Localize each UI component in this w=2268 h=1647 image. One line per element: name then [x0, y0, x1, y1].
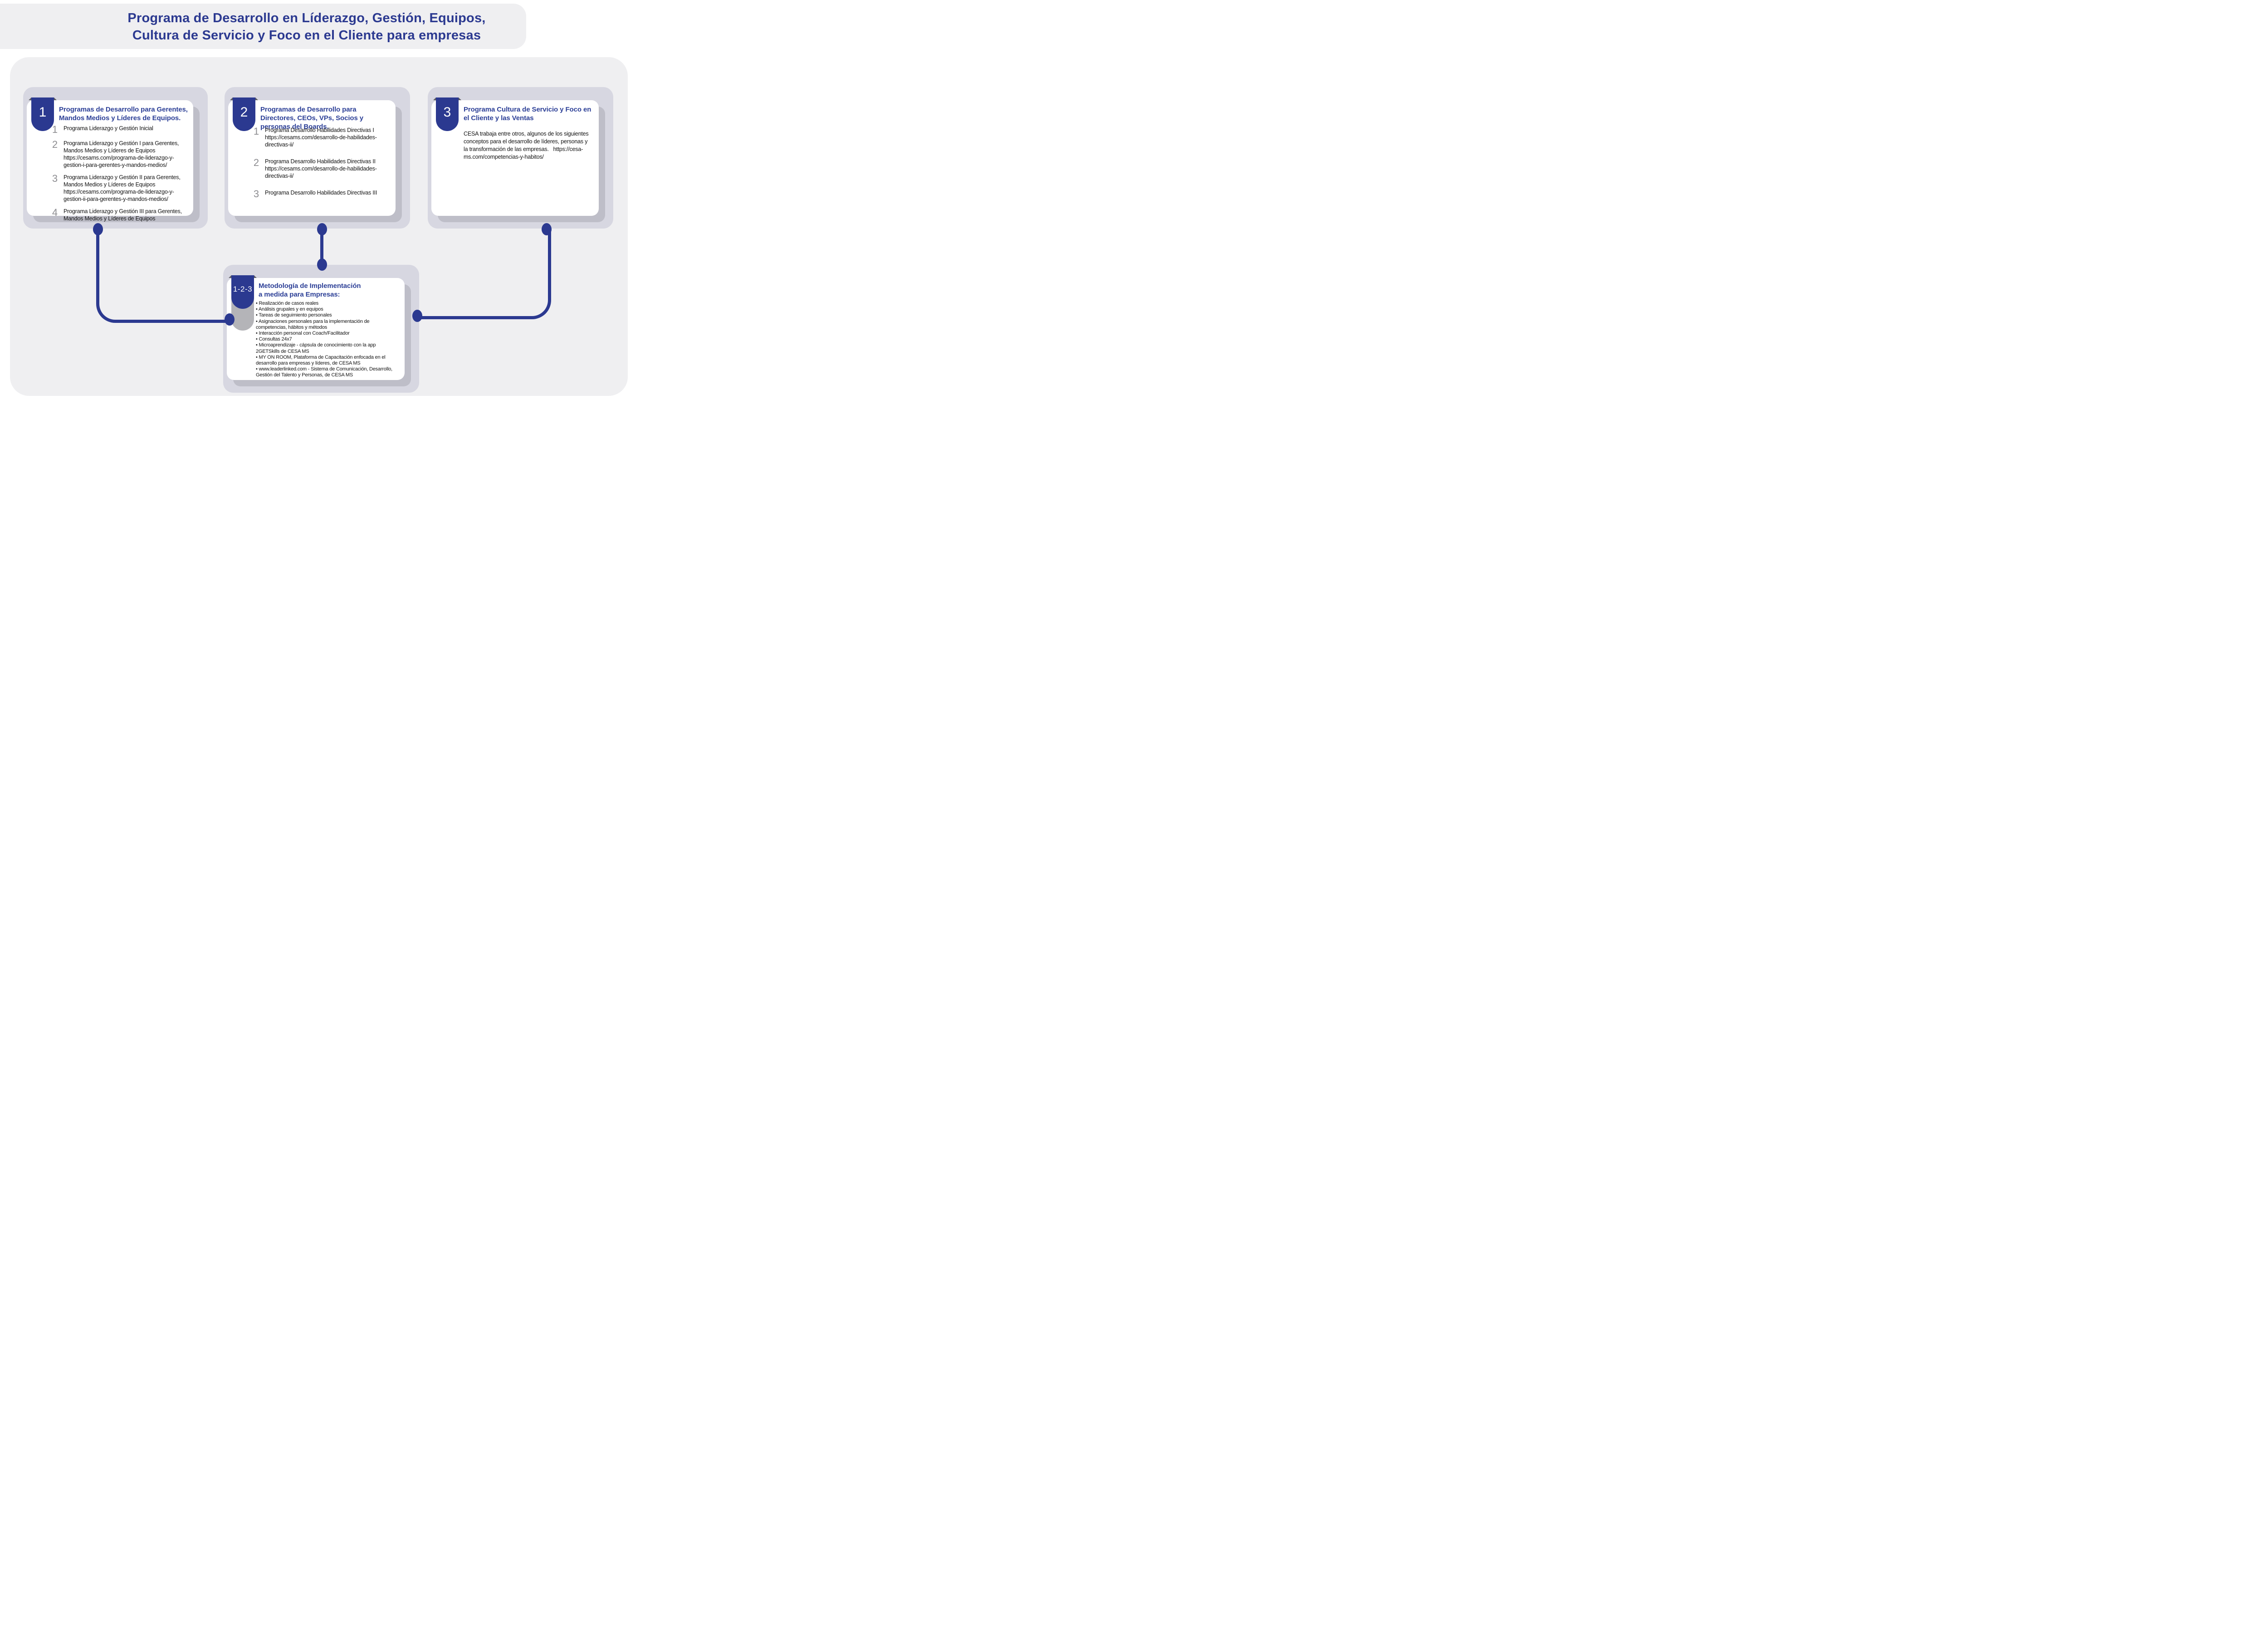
card-heading: Programas de Desarrollo para Directores,… — [260, 106, 363, 131]
card-body: 1 Programas de Desarrollo para Gerentes,… — [27, 97, 193, 222]
connector-dot — [542, 223, 552, 235]
program-name: Programa Liderazgo y Gestión Inicial — [64, 125, 153, 132]
connector-dot — [225, 313, 235, 326]
list-item: 2 Programa Desarrollo Habilidades Direct… — [252, 158, 390, 180]
methodology-card: 1-2-3 Metodología de Implementación a me… — [223, 265, 419, 393]
list-item: 3 Programa Desarrollo Habilidades Direct… — [252, 189, 390, 199]
program-card-3: 3 Programa Cultura de Servicio y Foco en… — [428, 87, 613, 229]
card-heading: Programas de Desarrollo para Gerentes, M… — [59, 106, 188, 122]
list-item-number: 2 — [253, 157, 259, 168]
ribbon-fold-right — [54, 97, 57, 100]
card-heading: Metodología de Implementación a medida p… — [259, 282, 399, 299]
connector-dot — [93, 223, 103, 235]
list-item-text: Programa Desarrollo Habilidades Directiv… — [265, 189, 377, 199]
ribbon-fold-right — [459, 97, 461, 100]
program-url: https://cesams.com/desarrollo-de-habilid… — [265, 134, 377, 148]
ribbon-fold-left — [29, 97, 31, 100]
ribbon-fold-right — [254, 275, 257, 278]
program-name: Programa Desarrollo Habilidades Directiv… — [265, 158, 376, 165]
program-card-1: 1 Programas de Desarrollo para Gerentes,… — [23, 87, 208, 229]
program-list: 1 Programa Liderazgo y Gestión Inicial 2… — [50, 125, 187, 222]
list-item: 1 Programa Liderazgo y Gestión Inicial — [50, 125, 187, 135]
list-item-text: Programa Desarrollo Habilidades Directiv… — [265, 158, 390, 180]
list-item-number: 1 — [52, 124, 58, 135]
page-title: Programa de Desarrollo en Líderazgo, Ges… — [84, 10, 529, 44]
card-heading-line1: Metodología de Implementación — [259, 282, 361, 290]
connector-middle — [320, 229, 323, 264]
list-item-number: 2 — [52, 139, 58, 150]
list-item-number: 4 — [52, 207, 58, 218]
ribbon-fold-right — [255, 97, 258, 100]
card-body: 3 Programa Cultura de Servicio y Foco en… — [431, 97, 599, 216]
page-title-line1: Programa de Desarrollo en Líderazgo, Ges… — [127, 11, 486, 25]
connector-dot — [412, 310, 422, 322]
ribbon-tab-1: 1 — [29, 97, 57, 131]
list-item: 2 Programa Liderazgo y Gestión I para Ge… — [50, 140, 187, 169]
list-item-number: 3 — [253, 188, 259, 200]
ribbon-number: 1-2-3 — [233, 285, 253, 293]
list-item-number: 3 — [52, 173, 58, 184]
ribbon-tab-3: 3 — [433, 97, 461, 131]
list-item-text: Programa Desarrollo Habilidades Directiv… — [265, 127, 390, 148]
bullet-item: • Realización de casos reales — [256, 301, 319, 306]
program-url: https://cesams.com/desarrollo-de-habilid… — [265, 166, 377, 179]
bullet-item: • Asignaciones personales para la implem… — [256, 318, 370, 330]
title-band — [0, 4, 526, 49]
program-name: Programa Desarrollo Habilidades Directiv… — [265, 190, 377, 196]
list-item: 3 Programa Liderazgo y Gestión II para G… — [50, 174, 187, 203]
bullet-item: • Interacción personal con Coach/Facilit… — [256, 331, 350, 336]
program-name: Programa Liderazgo y Gestión I para Gere… — [64, 140, 179, 154]
list-item: 1 Programa Desarrollo Habilidades Direct… — [252, 127, 390, 148]
ribbon-tab-2: 2 — [230, 97, 258, 131]
card-heading: Programa Cultura de Servicio y Foco en e… — [464, 106, 591, 122]
bullet-item: • Consultas 24x7 — [256, 336, 292, 342]
ribbon-fold-left — [433, 97, 436, 100]
ribbon-number: 1 — [39, 105, 47, 120]
bullet-item: • Análisis grupales y en equipos — [256, 307, 323, 312]
bullet-item: • MY ON ROOM, Plataforma de Capacitación… — [256, 354, 386, 366]
connector-right — [417, 229, 551, 319]
list-item: 4 Programa Liderazgo y Gestión III para … — [50, 208, 187, 222]
connector-dot — [317, 258, 327, 271]
ribbon-tab-123: 1-2-3 — [229, 275, 257, 309]
program-url: https://cesams.com/programa-de-liderazgo… — [64, 189, 174, 202]
list-item-text: Programa Liderazgo y Gestión II para Ger… — [64, 174, 187, 203]
ribbon-number: 3 — [443, 105, 451, 120]
list-item-number: 1 — [253, 126, 259, 137]
list-item-text: Programa Liderazgo y Gestión Inicial — [64, 125, 153, 135]
list-item-text: Programa Liderazgo y Gestión I para Gere… — [64, 140, 187, 169]
card-body: 2 Programas de Desarrollo para Directore… — [228, 97, 396, 216]
bullet-item: • www.leaderlinked.com - Sistema de Comu… — [256, 366, 392, 378]
ribbon-fold-left — [229, 275, 231, 278]
program-name: Programa Liderazgo y Gestión III para Ge… — [64, 208, 182, 222]
ribbon-number: 2 — [240, 105, 248, 120]
program-name: Programa Liderazgo y Gestión II para Ger… — [64, 174, 181, 188]
card-description: CESA trabaja entre otros, algunos de los… — [464, 131, 590, 160]
bullet-item: • Microaprendizaje - cápsula de conocimi… — [256, 342, 376, 354]
connector-left — [96, 229, 233, 323]
methodology-bullet-list: • Realización de casos reales • Análisis… — [256, 301, 400, 379]
program-name: Programa Desarrollo Habilidades Directiv… — [265, 127, 374, 133]
card-heading-line2: a medida para Empresas: — [259, 291, 340, 298]
page-title-line2: Cultura de Servicio y Foco en el Cliente… — [132, 28, 481, 43]
card-body: 1-2-3 Metodología de Implementación a me… — [227, 275, 405, 380]
program-url: https://cesams.com/programa-de-liderazgo… — [64, 155, 174, 168]
program-list: 1 Programa Desarrollo Habilidades Direct… — [252, 127, 390, 199]
list-item-text: Programa Liderazgo y Gestión III para Ge… — [64, 208, 187, 222]
program-card-2: 2 Programas de Desarrollo para Directore… — [225, 87, 410, 229]
bullet-item: • Tareas de seguimiento personales — [256, 312, 332, 318]
connector-dot — [317, 223, 327, 235]
ribbon-fold-left — [230, 97, 233, 100]
